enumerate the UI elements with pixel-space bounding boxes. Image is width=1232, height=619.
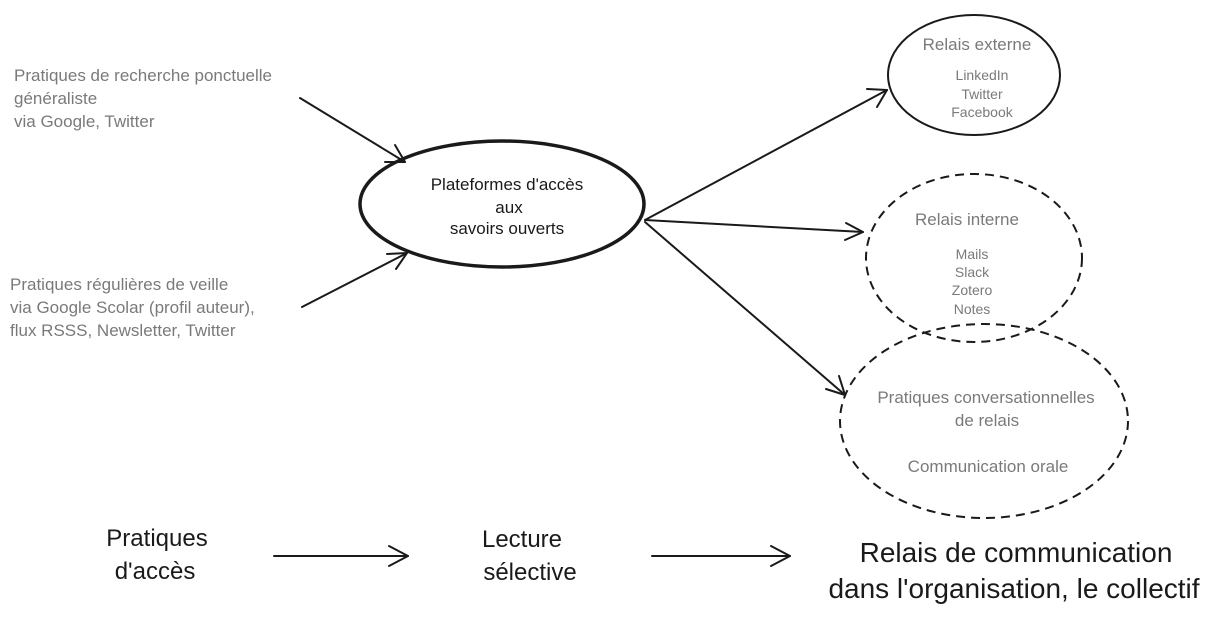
- arrow-platform-to-conversationnelles: [644, 221, 846, 396]
- arrow-acces-to-lecture: [273, 545, 409, 567]
- stage-relais: Relais de communication dans l'organisat…: [828, 537, 1199, 604]
- relais-externe-item-2: Twitter: [961, 86, 1003, 102]
- stage-acces-line-2: d'accès: [115, 558, 196, 585]
- relais-interne-item-2: Slack: [955, 264, 990, 280]
- relais-externe-ellipse: [887, 14, 1061, 136]
- conversationnelles-node: Pratiques conversationnelles de relais C…: [839, 323, 1129, 519]
- stage-acces-line-1: Pratiques: [106, 525, 207, 552]
- stage-lecture-line-2: sélective: [483, 559, 576, 586]
- conversationnelles-title-line-2: de relais: [955, 411, 1019, 430]
- relais-externe-node: Relais externe LinkedIn Twitter Facebook: [887, 14, 1061, 136]
- conversationnelles-title-line-1: Pratiques conversationnelles: [877, 388, 1094, 407]
- relais-externe-title: Relais externe: [923, 35, 1032, 54]
- source-reguliere-line-3: flux RSSS, Newsletter, Twitter: [10, 321, 236, 340]
- relais-interne-ellipse: [865, 173, 1083, 343]
- relais-interne-node: Relais interne Mails Slack Zotero Notes: [865, 173, 1083, 343]
- relais-interne-item-1: Mails: [956, 246, 989, 262]
- relais-externe-item-1: LinkedIn: [956, 67, 1009, 83]
- relais-interne-title: Relais interne: [915, 210, 1019, 229]
- platform-line-1: Plateformes d'accès: [431, 175, 584, 194]
- platform-ellipse: [358, 139, 646, 269]
- relais-externe-item-3: Facebook: [951, 104, 1013, 120]
- source-ponctuelle: Pratiques de recherche ponctuelle généra…: [14, 66, 272, 131]
- relais-interne-item-3: Zotero: [952, 282, 993, 298]
- conversationnelles-subtitle: Communication orale: [908, 457, 1069, 476]
- arrow-platform-to-interne: [644, 219, 864, 241]
- relais-interne-item-4: Notes: [954, 301, 991, 317]
- stage-relais-line-1: Relais de communication: [860, 537, 1173, 568]
- conversationnelles-ellipse: [839, 323, 1129, 519]
- arrow-ponctuelle-to-platform: [299, 97, 406, 163]
- platform-line-3: savoirs ouverts: [450, 219, 564, 238]
- platform-node: Plateformes d'accès aux savoirs ouverts: [358, 139, 646, 269]
- source-reguliere-line-2: via Google Scolar (profil auteur),: [10, 298, 255, 317]
- source-ponctuelle-line-3: via Google, Twitter: [14, 112, 155, 131]
- arrow-platform-to-externe: [644, 88, 888, 221]
- source-reguliere-line-1: Pratiques régulières de veille: [10, 275, 228, 294]
- stage-lecture-line-1: Lecture: [482, 526, 562, 553]
- stage-relais-line-2: dans l'organisation, le collectif: [828, 573, 1199, 604]
- stage-acces: Pratiques d'accès: [106, 525, 207, 585]
- source-reguliere: Pratiques régulières de veille via Googl…: [10, 275, 255, 340]
- arrow-reguliere-to-platform: [301, 252, 408, 308]
- source-ponctuelle-line-2: généraliste: [14, 89, 97, 108]
- stage-lecture: Lecture sélective: [482, 526, 577, 586]
- arrow-lecture-to-relais: [651, 545, 791, 567]
- source-ponctuelle-line-1: Pratiques de recherche ponctuelle: [14, 66, 272, 85]
- platform-line-2: aux: [495, 198, 523, 217]
